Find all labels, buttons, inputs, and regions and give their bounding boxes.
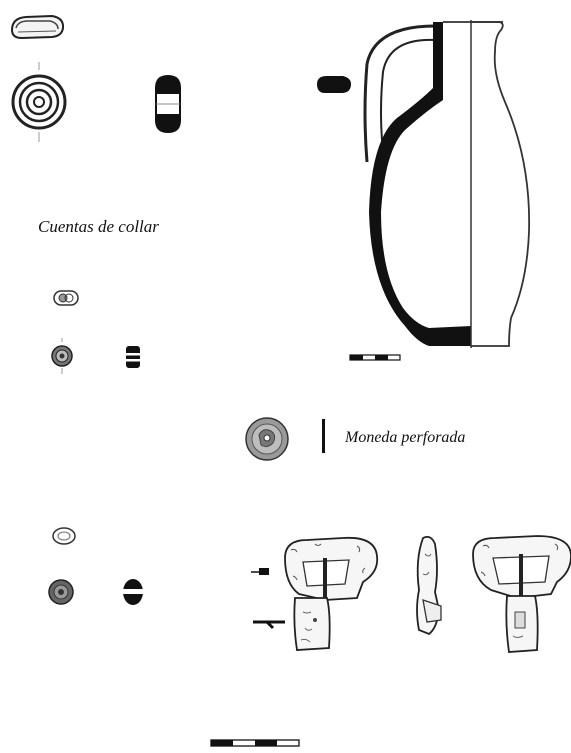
bead-oval-section-view [123,579,143,605]
bead-small-ring-view [51,338,73,374]
coin-section-line [322,419,325,453]
iron-buckle-back [472,535,571,653]
iron-buckle-side [416,535,442,636]
coin-caption: Moneda perforada [345,429,466,446]
bead-oval-ring-view [48,579,74,605]
ceramic-jug [317,20,531,348]
bottom-scale-bar [210,739,300,747]
jug-section-wall [369,22,471,346]
bead-small-section-view [126,346,140,368]
handle-section [317,76,351,93]
perforated-coin [245,417,289,461]
bead-section-view [155,74,181,134]
beads-caption: Cuentas de collar [38,217,159,236]
iron-buckle-front [251,536,379,651]
bead-oval-top-view [52,527,76,545]
bead-small-top-view [53,290,79,306]
bead-ring-view [11,62,67,142]
jug-handle [363,24,436,163]
jug-scale-bar [349,354,401,361]
bead-top-view [10,14,65,40]
jug-exterior-profile [471,21,531,347]
